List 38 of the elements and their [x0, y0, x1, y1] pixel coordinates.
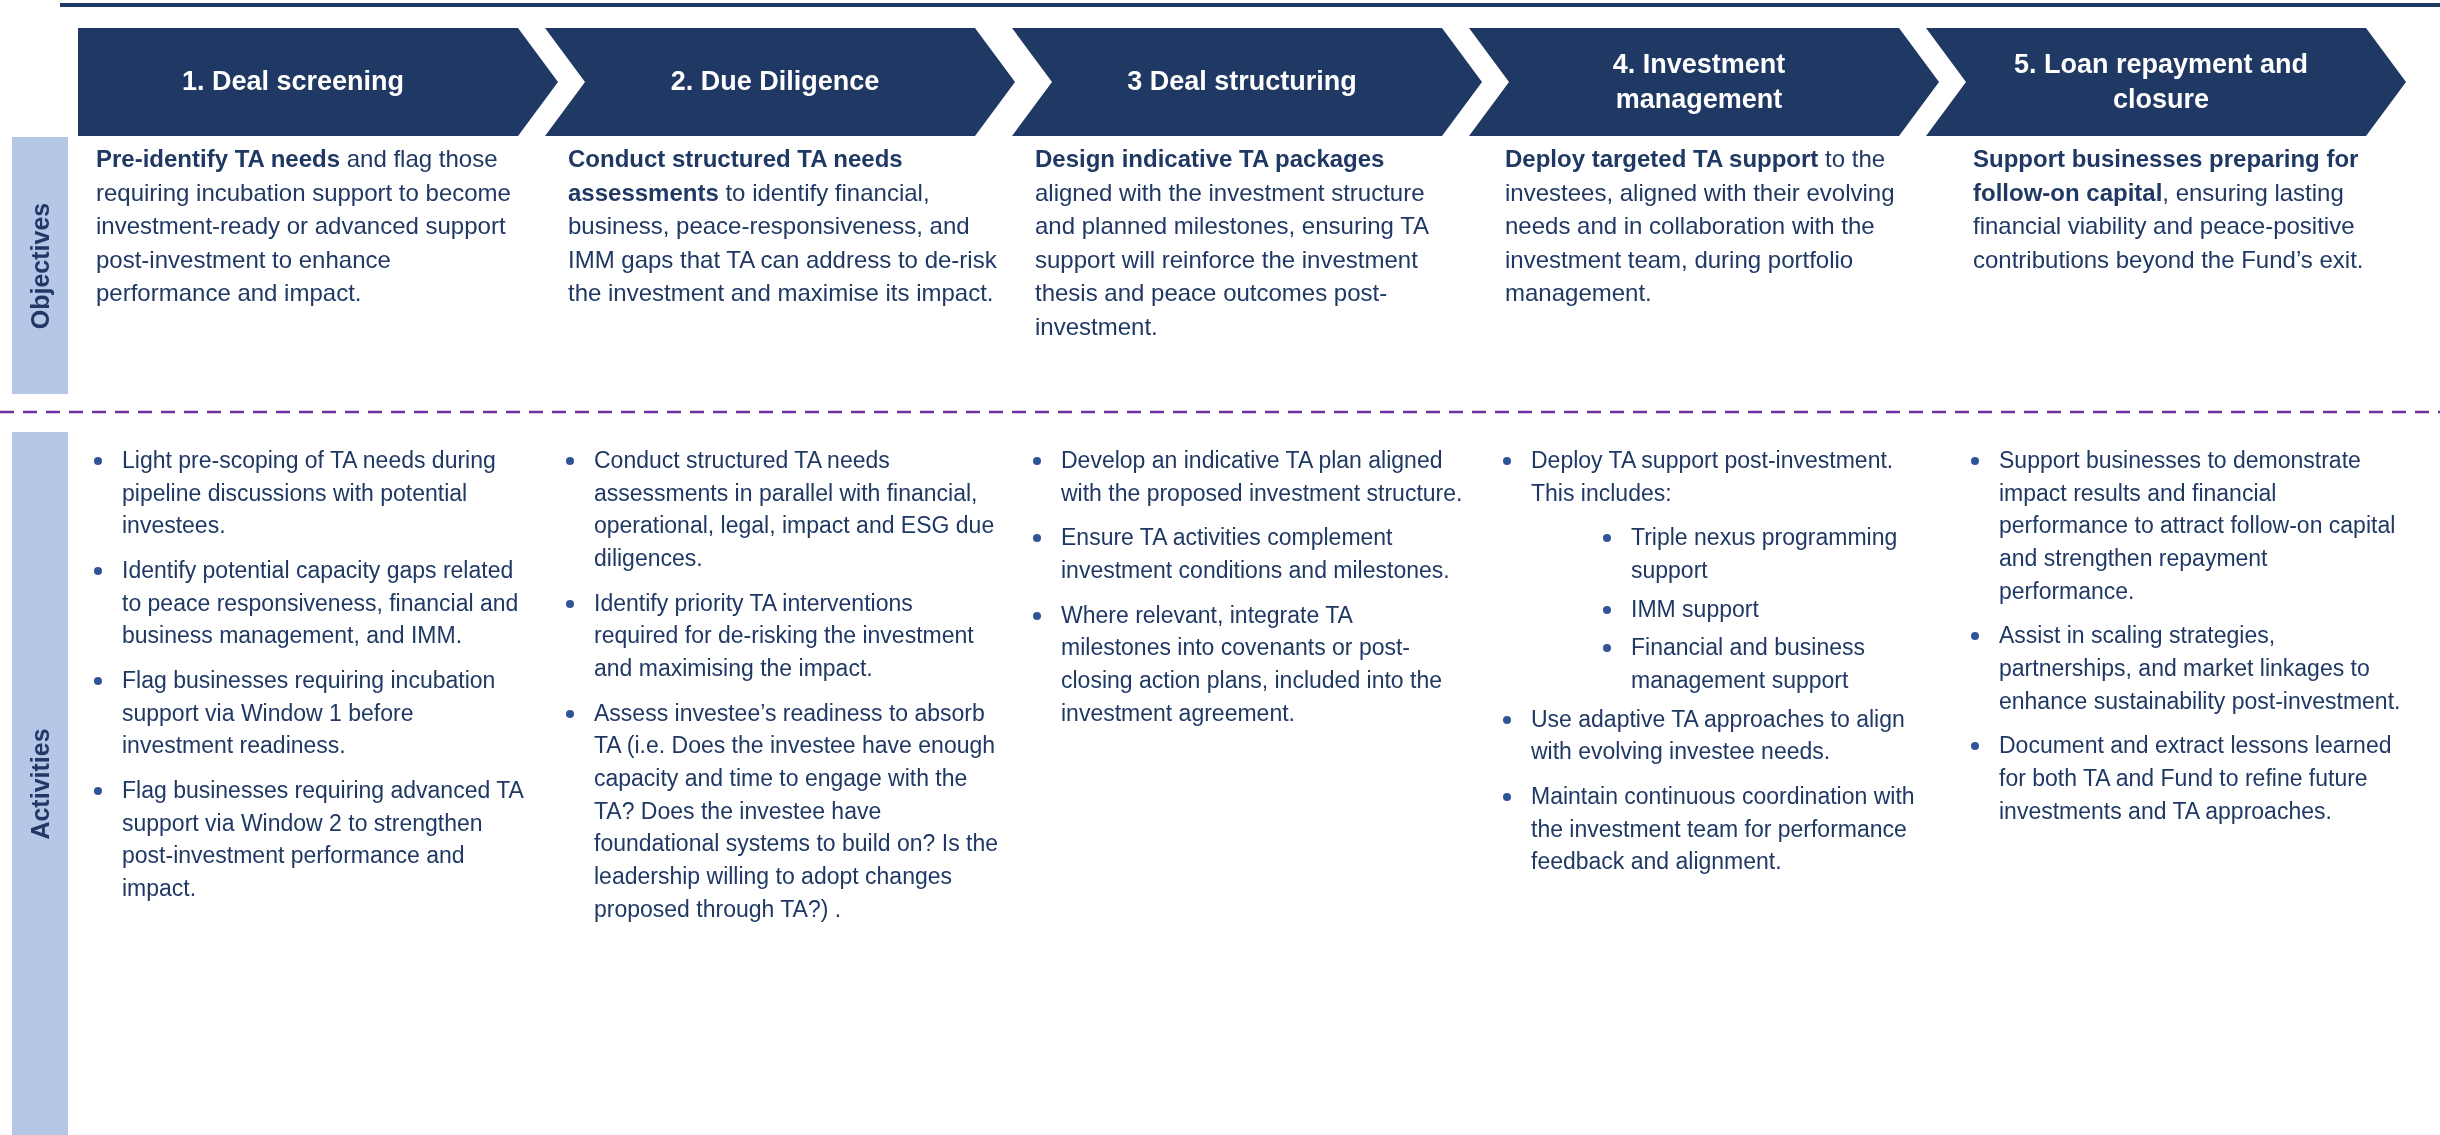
row-band: [12, 432, 68, 1135]
bullet-text: Support businesses to demonstrate impact results and financial performance to attract follow-on capital and strengthen repayment performance.: [1999, 447, 2396, 604]
bullet-text: Where relevant, integrate TA milestones into covenants or post-closing action plans, included into the investment agreement.: [1061, 601, 1443, 726]
bullet-text: Flag businesses requiring incubation support via Window 1 before investment readiness.: [122, 666, 496, 759]
bullet-text: Assist in scaling strategies, partnerships, and market linkages to enhance sustainability post-investment.: [1999, 622, 2401, 714]
bullet-text: Document and extract lessons learned for both TA and Fund to refine future investments and TA approaches.: [1999, 732, 2392, 824]
sub-bullet-text: IMM support: [1631, 595, 1759, 622]
row-band: [12, 137, 68, 394]
process-step: [1469, 28, 1939, 136]
process-step: [545, 28, 1015, 136]
bullet-text: Assess investee’s readiness to absorb TA (i.e. Does the investee have enough capacity and time to engage with the TA? Does the investee have foundational systems to build on? Is the leadership willing to adopt changes proposed through TA?) .: [594, 699, 999, 922]
row-label: Activities: [25, 727, 55, 840]
process-step: [78, 28, 558, 136]
sub-bullet-text: Financial and business management support: [1631, 634, 1865, 693]
bullet-text: Light pre-scoping of TA needs during pipeline discussions with potential investees.: [122, 447, 496, 539]
objective-text: Pre-identify TA needs and flag those requiring incubation support to become investment-ready or advanced support post-investment to enhance performance and impact.: [96, 144, 512, 309]
bullet-text: Maintain continuous coordination with the investment team for performance feedback and alignment.: [1531, 782, 1915, 875]
bullet-text: Conduct structured TA needs assessments in parallel with financial, operational, legal, impact and ESG due diligences.: [594, 447, 995, 571]
bullet-text: Flag businesses requiring advanced TA support via Window 2 to strengthen post-investment performance and impact.: [122, 776, 523, 901]
process-step: [1012, 28, 1482, 136]
process-step: [1926, 28, 2406, 136]
objective-text: Design indicative TA packages aligned with the investment structure and planned milestones, ensuring TA support will reinforce the investment thesis and peace outcomes post-investment.: [1035, 144, 1430, 342]
stage-title: 3 Deal structuring: [1127, 65, 1357, 99]
bullet-text: Ensure TA activities complement investment conditions and milestones.: [1061, 524, 1450, 583]
bullet-text: Develop an indicative TA plan aligned with the proposed investment structure.: [1061, 447, 1463, 506]
row-label: Objectives: [25, 202, 55, 329]
objective-text: Conduct structured TA needs assessments to identify financial, business, peace-responsiveness, and IMM gaps that TA can address to de-risk the investment and maximise its impact.: [568, 144, 998, 309]
bullet-text: Identify potential capacity gaps related to peace responsiveness, financial and business management, and IMM.: [122, 556, 519, 649]
stage-title: 4. Investment management: [1611, 47, 1787, 116]
bullet-text: Identify priority TA interventions required for de-risking the investment and maximising the impact.: [594, 589, 974, 681]
stage-title: 2. Due Diligence: [670, 65, 880, 99]
bullet-text: Use adaptive TA approaches to align with evolving investee needs.: [1531, 705, 1905, 765]
sub-bullet-text: Triple nexus programming support: [1631, 524, 1898, 583]
objective-text: Deploy targeted TA support to the investees, aligned with their evolving needs and in collaboration with the investment team, during portfolio management.: [1505, 144, 1896, 309]
stage-title: 5. Loan repayment and closure: [2012, 47, 2310, 116]
bullet-text: Deploy TA support post-investment. This includes:: [1531, 447, 1894, 506]
objective-text: Support businesses preparing for follow-on capital, ensuring lasting financial viability and peace-positive contributions beyond the Fund’s exit.: [1973, 144, 2365, 275]
stage-title: 1. Deal screening: [181, 65, 405, 99]
